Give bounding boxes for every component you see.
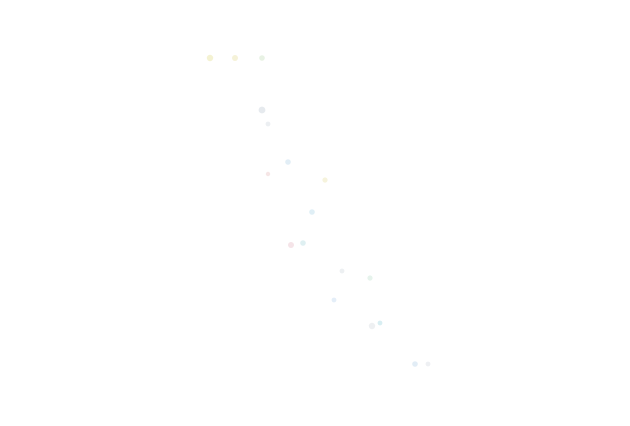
faint-dot-blue-1 <box>285 159 291 165</box>
faint-dot-gray-3 <box>339 268 345 274</box>
faint-dot-green-1 <box>259 55 265 61</box>
faint-dot-gray-5 <box>425 361 431 367</box>
faint-dot-pink-1 <box>265 171 271 177</box>
faint-dot-yellow-3 <box>322 177 328 183</box>
faint-dot-green-2 <box>367 275 373 281</box>
faint-dot-blue-4 <box>412 361 418 367</box>
faint-dot-gray-2 <box>265 121 271 127</box>
faint-dot-cyan-2 <box>377 320 383 326</box>
faint-dot-cyan-1 <box>300 240 306 246</box>
faint-dot-yellow-1 <box>206 54 214 62</box>
faint-dot-yellow-2 <box>232 55 238 61</box>
faint-dot-gray-1 <box>258 106 266 114</box>
faint-dot-blue-2 <box>309 209 315 215</box>
faint-dot-gray-4 <box>368 322 376 330</box>
faint-dot-pink-2 <box>288 242 294 248</box>
faint-dot-blue-3 <box>331 297 337 303</box>
